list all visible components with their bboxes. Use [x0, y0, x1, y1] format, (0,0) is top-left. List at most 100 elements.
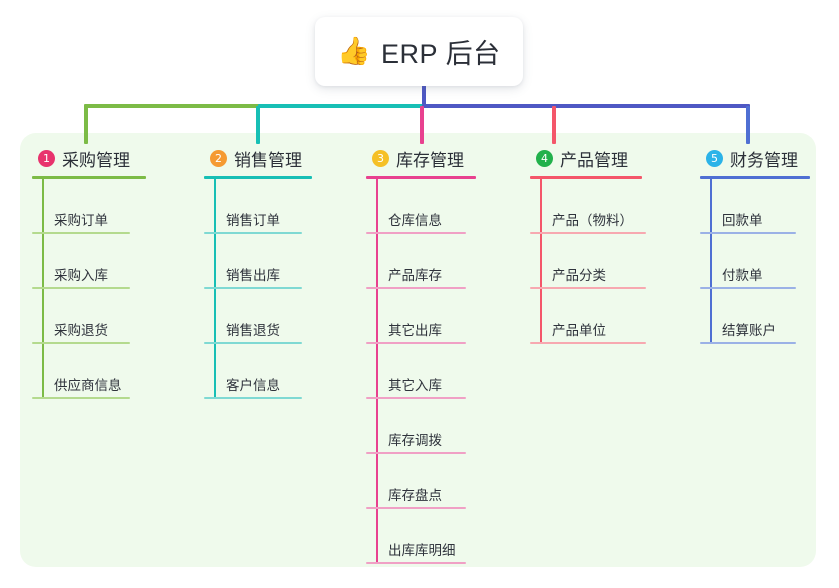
leaf-item-label: 产品分类 [552, 268, 606, 283]
leaf-item-label: 采购入库 [54, 268, 108, 283]
connector-drop-1 [84, 106, 88, 144]
leaf-item-label: 回款单 [722, 213, 763, 228]
leaf-item[interactable]: 仓库信息 [366, 179, 476, 234]
branch-vertical-line [376, 179, 378, 564]
leaf-item-label: 销售出库 [226, 268, 280, 283]
branch-number-badge: 3 [372, 149, 389, 167]
branch-header-3[interactable]: 3 库存管理 [366, 146, 476, 170]
leaf-item[interactable]: 其它入库 [366, 344, 476, 399]
root-node-title: ERP 后台 [381, 39, 501, 69]
branch-column-1: 1 采购管理采购订单采购入库采购退货供应商信息 [32, 146, 146, 399]
leaf-item-rule [32, 232, 130, 234]
branch-leaf-list: 仓库信息产品库存其它出库其它入库库存调拨库存盘点出库库明细 [366, 179, 476, 564]
leaf-item-label: 其它入库 [388, 378, 442, 393]
branch-header-rule [366, 176, 476, 179]
leaf-item[interactable]: 销售退货 [204, 289, 312, 344]
leaf-item[interactable]: 回款单 [700, 179, 810, 234]
leaf-item[interactable]: 结算账户 [700, 289, 810, 344]
leaf-item-rule [204, 397, 302, 399]
branch-header-2[interactable]: 2 销售管理 [204, 146, 312, 170]
branch-number-badge: 5 [706, 149, 723, 167]
leaf-item[interactable]: 产品单位 [530, 289, 646, 344]
leaf-item[interactable]: 供应商信息 [32, 344, 146, 399]
branch-header-rule [32, 176, 146, 179]
leaf-item-rule [700, 232, 796, 234]
branch-leaf-list: 产品（物料） 产品分类产品单位 [530, 179, 646, 344]
leaf-item-rule [366, 342, 466, 344]
leaf-item-label: 采购订单 [54, 213, 108, 228]
leaf-item-label: 销售订单 [226, 213, 280, 228]
leaf-item-rule [366, 562, 466, 564]
connector-drop-5 [746, 106, 750, 144]
branch-number-badge: 1 [38, 149, 55, 167]
leaf-item[interactable]: 库存调拨 [366, 399, 476, 454]
leaf-item-label: 产品库存 [388, 268, 442, 283]
leaf-item-label: 付款单 [722, 268, 763, 283]
leaf-item-label: 供应商信息 [54, 378, 122, 393]
branch-header-1[interactable]: 1 采购管理 [32, 146, 146, 170]
leaf-item-label: 出库库明细 [388, 543, 456, 558]
leaf-item-rule [32, 287, 130, 289]
leaf-item-rule [366, 452, 466, 454]
leaf-item-label: 产品（物料） [552, 213, 633, 228]
branch-header-5[interactable]: 5 财务管理 [700, 146, 810, 170]
connector-bar-blue [422, 104, 750, 108]
leaf-item[interactable]: 产品库存 [366, 234, 476, 289]
leaf-item[interactable]: 销售订单 [204, 179, 312, 234]
thumbs-up-icon: 👍 [337, 36, 372, 67]
leaf-item[interactable]: 产品分类 [530, 234, 646, 289]
leaf-item-rule [366, 397, 466, 399]
branch-vertical-line [214, 179, 216, 399]
branch-title: 财务管理 [730, 150, 798, 170]
leaf-item[interactable]: 客户信息 [204, 344, 312, 399]
branch-number-badge: 2 [210, 149, 227, 167]
branch-title: 采购管理 [62, 150, 130, 170]
branch-vertical-line [540, 179, 542, 344]
branch-title: 销售管理 [234, 150, 302, 170]
leaf-item-rule [366, 507, 466, 509]
branch-title: 库存管理 [396, 150, 464, 170]
leaf-item-label: 库存调拨 [388, 433, 442, 448]
connector-drop-4 [552, 106, 556, 144]
leaf-item-label: 结算账户 [722, 323, 776, 338]
leaf-item[interactable]: 采购入库 [32, 234, 146, 289]
leaf-item[interactable]: 其它出库 [366, 289, 476, 344]
connector-bar-teal [258, 104, 424, 108]
leaf-item-rule [204, 287, 302, 289]
branch-header-rule [204, 176, 312, 179]
branch-vertical-line [710, 179, 712, 344]
leaf-item[interactable]: 付款单 [700, 234, 810, 289]
root-node-card[interactable]: 👍 ERP 后台 [315, 17, 523, 86]
leaf-item-rule [700, 287, 796, 289]
leaf-item-rule [204, 342, 302, 344]
leaf-item[interactable]: 出库库明细 [366, 509, 476, 564]
diagram-panel [20, 133, 816, 567]
leaf-item[interactable]: 产品（物料） [530, 179, 646, 234]
leaf-item-rule [530, 287, 646, 289]
branch-leaf-list: 销售订单销售出库销售退货客户信息 [204, 179, 312, 399]
leaf-item[interactable]: 采购退货 [32, 289, 146, 344]
branch-leaf-list: 采购订单采购入库采购退货供应商信息 [32, 179, 146, 399]
leaf-item-rule [530, 232, 646, 234]
connector-drop-3 [420, 106, 424, 144]
branch-column-5: 5 财务管理回款单付款单结算账户 [700, 146, 810, 344]
branch-column-2: 2 销售管理销售订单销售出库销售退货客户信息 [204, 146, 312, 399]
branch-vertical-line [42, 179, 44, 399]
leaf-item-label: 产品单位 [552, 323, 606, 338]
leaf-item[interactable]: 采购订单 [32, 179, 146, 234]
branch-header-rule [530, 176, 642, 179]
branch-header-rule [700, 176, 810, 179]
leaf-item[interactable]: 库存盘点 [366, 454, 476, 509]
branch-column-3: 3 库存管理仓库信息产品库存其它出库其它入库库存调拨库存盘点出库库明细 [366, 146, 476, 564]
leaf-item-label: 其它出库 [388, 323, 442, 338]
leaf-item-rule [32, 397, 130, 399]
leaf-item-label: 采购退货 [54, 323, 108, 338]
branch-leaf-list: 回款单付款单结算账户 [700, 179, 810, 344]
leaf-item-rule [700, 342, 796, 344]
leaf-item-rule [204, 232, 302, 234]
leaf-item[interactable]: 销售出库 [204, 234, 312, 289]
connector-drop-2 [256, 106, 260, 144]
